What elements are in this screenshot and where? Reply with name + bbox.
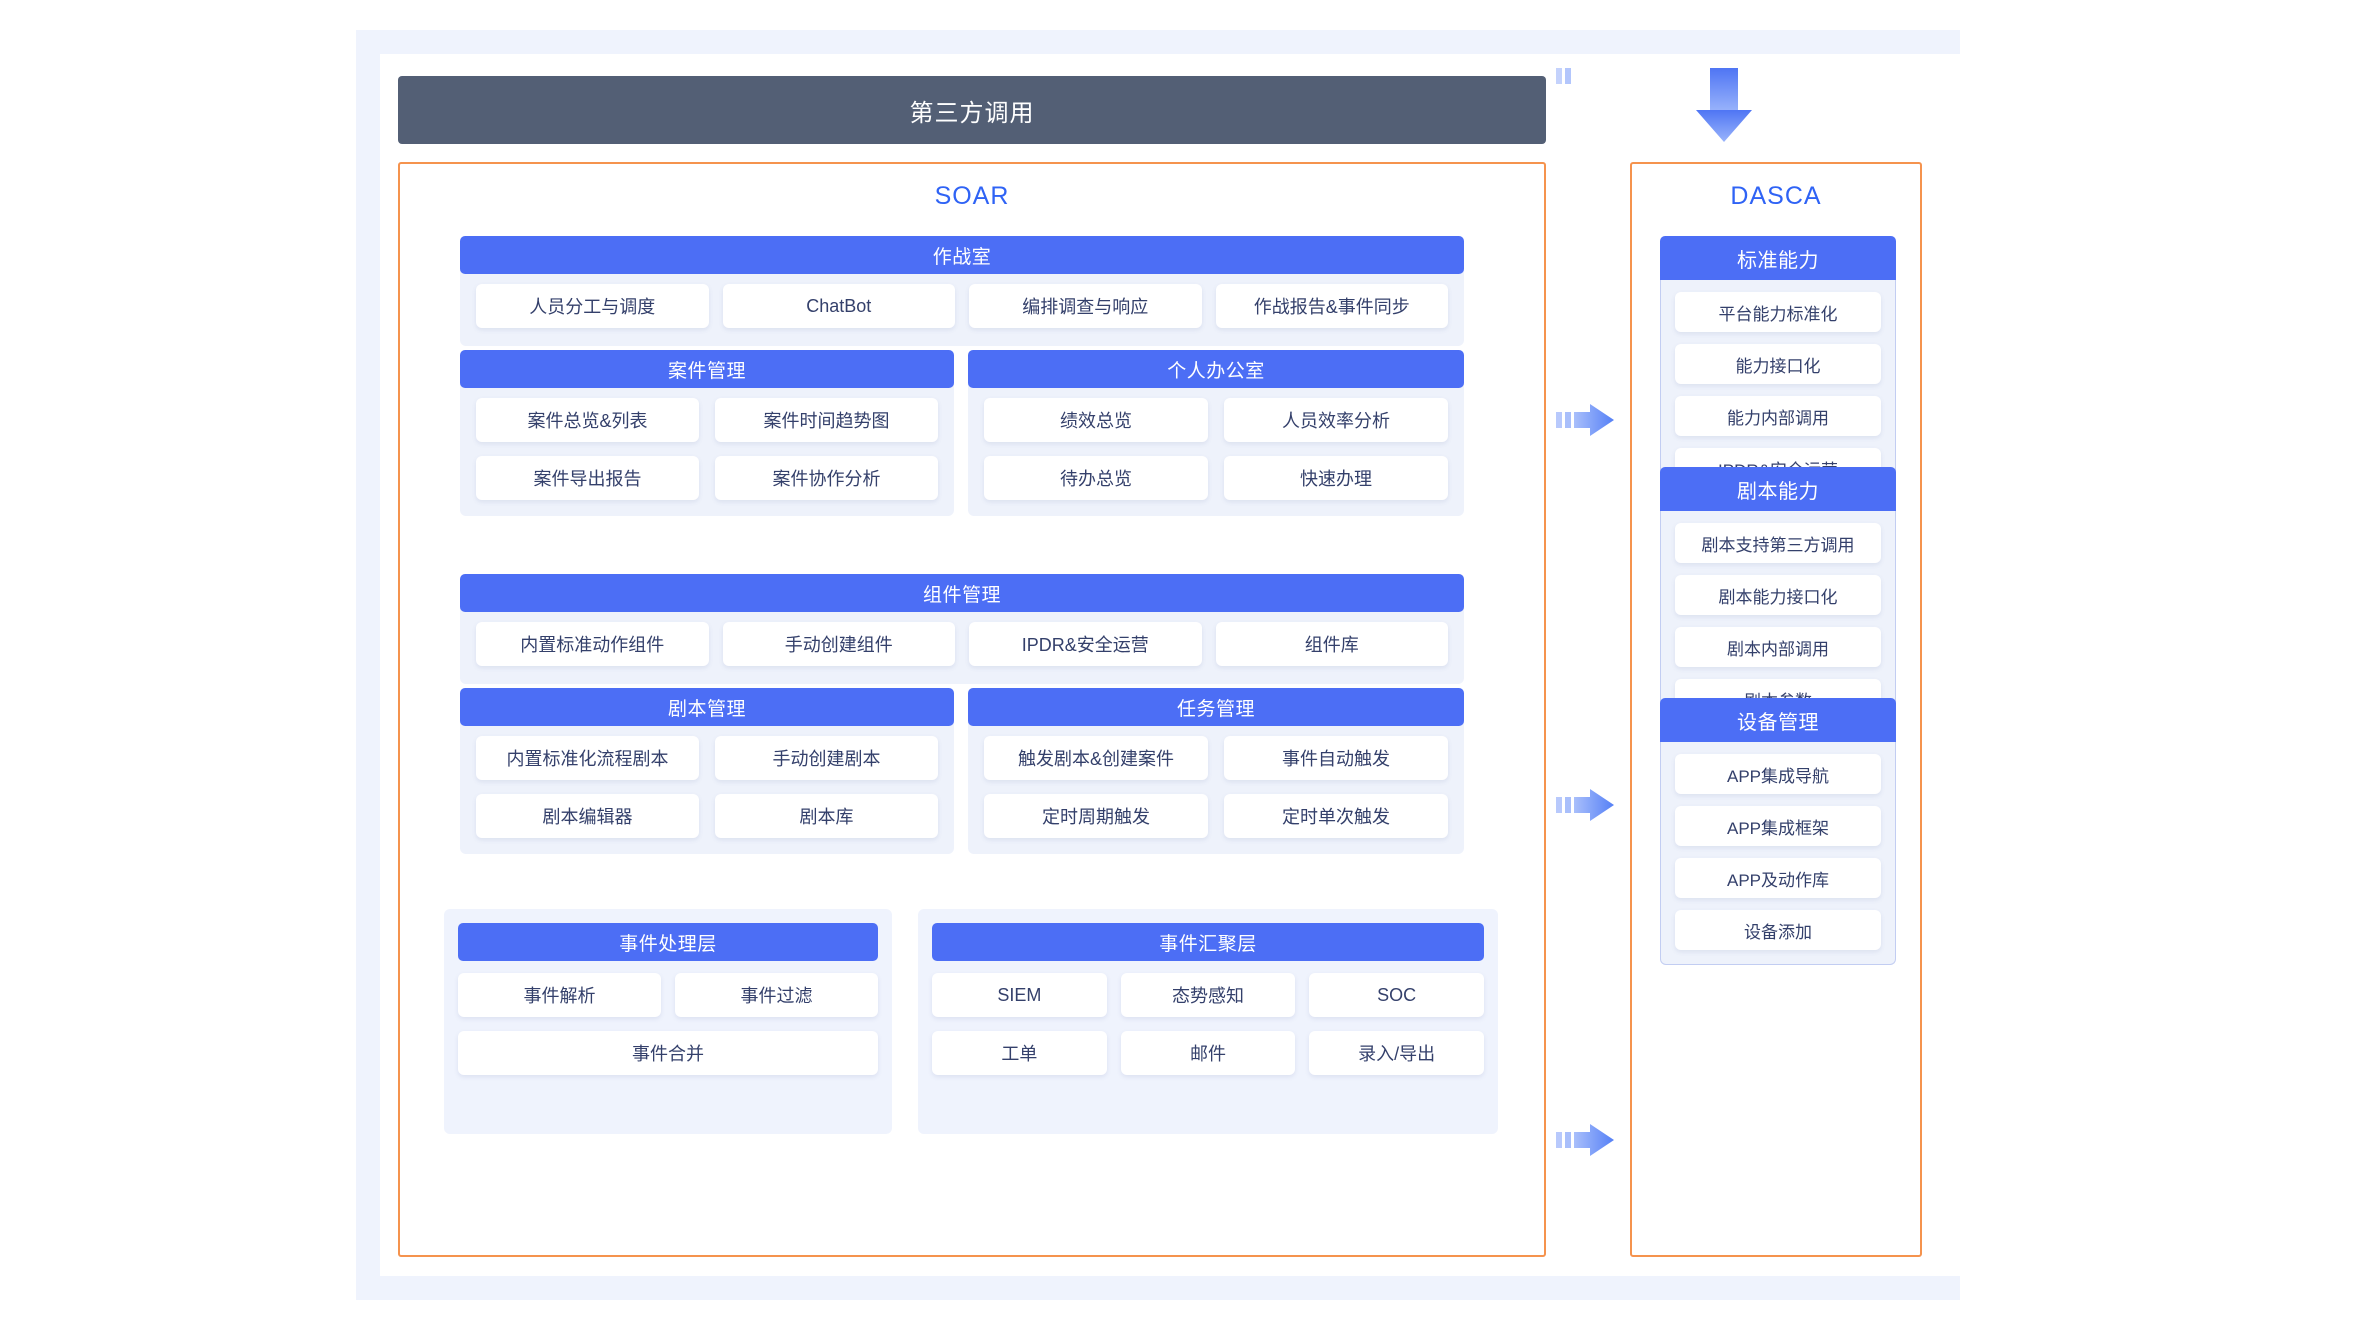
group-header: 剧本能力 xyxy=(1660,467,1896,511)
group-device-management: 设备管理 APP集成导航 APP集成框架 APP及动作库 设备添加 xyxy=(1660,698,1896,965)
cell-item[interactable]: 作战报告&事件同步 xyxy=(1215,284,1448,328)
group-header: 任务管理 xyxy=(968,688,1464,726)
group-body: 内置标准动作组件 手动创建组件 IPDR&安全运营 组件库 xyxy=(460,608,1464,684)
cell-item[interactable]: 绩效总览 xyxy=(984,398,1208,442)
cell-item[interactable]: 事件合并 xyxy=(458,1031,878,1075)
cell-item[interactable]: IPDR&安全运营 xyxy=(969,622,1202,666)
cell-item[interactable]: 剧本编辑器 xyxy=(476,794,699,838)
right-arrow-icon xyxy=(1556,1124,1614,1156)
cell-item[interactable]: 内置标准动作组件 xyxy=(476,622,709,666)
third-party-call-label: 第三方调用 xyxy=(909,99,1035,127)
group-body: 内置标准化流程剧本 手动创建剧本 剧本编辑器 剧本库 xyxy=(460,722,954,854)
cell-item[interactable]: 事件过滤 xyxy=(675,973,878,1017)
group-case-management: 案件管理 案件总览&列表 案件时间趋势图 案件导出报告 案件协作分析 xyxy=(460,350,954,516)
box-event-aggregation: 事件汇聚层 SIEM 态势感知 SOC 工单 邮件 录入/导出 xyxy=(918,909,1498,1134)
cell-item[interactable]: APP及动作库 xyxy=(1675,858,1881,898)
cell-item[interactable]: 剧本支持第三方调用 xyxy=(1675,523,1881,563)
soar-panel: SOAR 作战室 人员分工与调度 ChatBot 编排调查与响应 作战报告&事件… xyxy=(398,162,1546,1257)
group-header: 事件汇聚层 xyxy=(932,923,1484,961)
cell-item[interactable]: 待办总览 xyxy=(984,456,1208,500)
group-header: 组件管理 xyxy=(460,574,1464,612)
soar-title: SOAR xyxy=(934,182,1010,210)
cell-item[interactable]: 案件协作分析 xyxy=(715,456,938,500)
group-header: 作战室 xyxy=(460,236,1464,274)
group-component-management: 组件管理 内置标准动作组件 手动创建组件 IPDR&安全运营 组件库 xyxy=(460,574,1464,684)
cell-row: 事件合并 xyxy=(458,1031,878,1075)
group-body: 人员分工与调度 ChatBot 编排调查与响应 作战报告&事件同步 xyxy=(460,270,1464,346)
group-playbook-management: 剧本管理 内置标准化流程剧本 手动创建剧本 剧本编辑器 剧本库 xyxy=(460,688,954,854)
group-header: 案件管理 xyxy=(460,350,954,388)
cell-item[interactable]: 剧本能力接口化 xyxy=(1675,575,1881,615)
group-task-management: 任务管理 触发剧本&创建案件 事件自动触发 定时周期触发 定时单次触发 xyxy=(968,688,1464,854)
cell-row: 事件解析 事件过滤 xyxy=(458,973,878,1017)
cell-item[interactable]: 人员效率分析 xyxy=(1224,398,1448,442)
cell-item[interactable]: SOC xyxy=(1309,973,1485,1017)
box-event-processing: 事件处理层 事件解析 事件过滤 事件合并 xyxy=(444,909,892,1134)
group-header: 事件处理层 xyxy=(458,923,878,961)
cell-item[interactable]: 邮件 xyxy=(1120,1031,1296,1075)
cell-row: 工单 邮件 录入/导出 xyxy=(932,1031,1485,1075)
group-header: 剧本管理 xyxy=(460,688,954,726)
cell-item[interactable]: 案件导出报告 xyxy=(476,456,699,500)
cell-item[interactable]: 内置标准化流程剧本 xyxy=(476,736,699,780)
cell-item[interactable]: 态势感知 xyxy=(1120,973,1296,1017)
cell-item[interactable]: 事件解析 xyxy=(458,973,661,1017)
dasca-panel: DASCA 标准能力 平台能力标准化 能力接口化 能力内部调用 IPDR&安全运… xyxy=(1630,162,1922,1257)
cell-item[interactable]: 平台能力标准化 xyxy=(1675,292,1881,332)
group-header: 设备管理 xyxy=(1660,698,1896,742)
cell-item[interactable]: 手动创建剧本 xyxy=(715,736,938,780)
cell-item[interactable]: SIEM xyxy=(932,973,1107,1017)
group-header: 标准能力 xyxy=(1660,236,1896,280)
group-body: 事件解析 事件过滤 事件合并 xyxy=(458,973,878,1075)
cell-item[interactable]: 工单 xyxy=(932,1031,1107,1075)
cell-item[interactable]: ChatBot xyxy=(722,284,955,328)
cell-item[interactable]: APP集成框架 xyxy=(1675,806,1881,846)
cell-item[interactable]: 手动创建组件 xyxy=(722,622,955,666)
cell-item[interactable]: 案件时间趋势图 xyxy=(715,398,938,442)
elbow-arrow-down-icon xyxy=(1556,68,1752,142)
cell-item[interactable]: 案件总览&列表 xyxy=(476,398,699,442)
cell-item[interactable]: 能力内部调用 xyxy=(1675,396,1881,436)
cell-item[interactable]: 组件库 xyxy=(1215,622,1448,666)
right-arrow-icon xyxy=(1556,404,1614,436)
cell-item[interactable]: 剧本库 xyxy=(715,794,938,838)
group-body: SIEM 态势感知 SOC 工单 邮件 录入/导出 xyxy=(932,973,1485,1075)
group-body: APP集成导航 APP集成框架 APP及动作库 设备添加 xyxy=(1660,742,1896,965)
cell-item[interactable]: 定时周期触发 xyxy=(984,794,1208,838)
cell-item[interactable]: 剧本内部调用 xyxy=(1675,627,1881,667)
group-body: 剧本支持第三方调用 剧本能力接口化 剧本内部调用 剧本参数 xyxy=(1660,511,1896,734)
right-arrow-icon xyxy=(1556,789,1614,821)
group-standard-capability: 标准能力 平台能力标准化 能力接口化 能力内部调用 IPDR&安全运营 xyxy=(1660,236,1896,503)
group-body: 触发剧本&创建案件 事件自动触发 定时周期触发 定时单次触发 xyxy=(968,722,1464,854)
cell-row: SIEM 态势感知 SOC xyxy=(932,973,1485,1017)
cell-item[interactable]: 能力接口化 xyxy=(1675,344,1881,384)
group-war-room: 作战室 人员分工与调度 ChatBot 编排调查与响应 作战报告&事件同步 xyxy=(460,236,1464,346)
dasca-title: DASCA xyxy=(1730,182,1822,210)
cell-item[interactable]: 录入/导出 xyxy=(1309,1031,1485,1075)
cell-item[interactable]: 设备添加 xyxy=(1675,910,1881,950)
cell-item[interactable]: 触发剧本&创建案件 xyxy=(984,736,1208,780)
cell-item[interactable]: 定时单次触发 xyxy=(1224,794,1448,838)
cell-item[interactable]: 人员分工与调度 xyxy=(476,284,709,328)
cell-item[interactable]: 快速办理 xyxy=(1224,456,1448,500)
cell-item[interactable]: 事件自动触发 xyxy=(1224,736,1448,780)
group-header: 个人办公室 xyxy=(968,350,1464,388)
group-body: 绩效总览 人员效率分析 待办总览 快速办理 xyxy=(968,384,1464,516)
cell-item[interactable]: 编排调查与响应 xyxy=(969,284,1202,328)
cell-item[interactable]: APP集成导航 xyxy=(1675,754,1881,794)
group-personal-office: 个人办公室 绩效总览 人员效率分析 待办总览 快速办理 xyxy=(968,350,1464,516)
group-playbook-capability: 剧本能力 剧本支持第三方调用 剧本能力接口化 剧本内部调用 剧本参数 xyxy=(1660,467,1896,734)
third-party-call-bar: 第三方调用 xyxy=(398,76,1546,144)
group-body: 案件总览&列表 案件时间趋势图 案件导出报告 案件协作分析 xyxy=(460,384,954,516)
